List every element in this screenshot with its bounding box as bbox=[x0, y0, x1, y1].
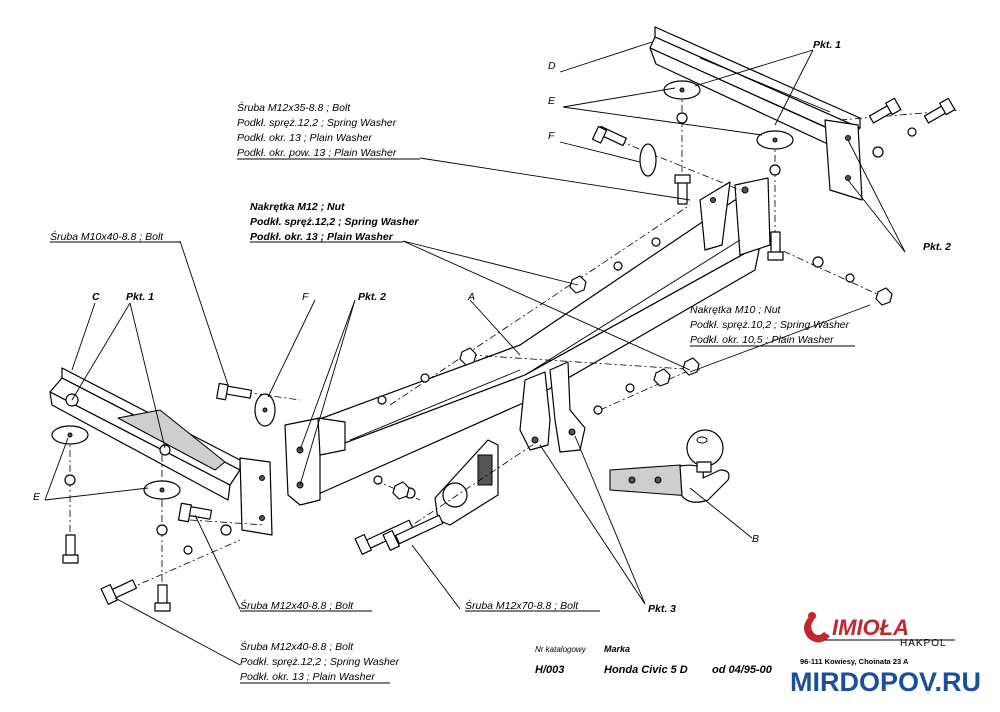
bolt-icon bbox=[382, 514, 444, 551]
nut-icon bbox=[682, 357, 700, 376]
washer-icon bbox=[639, 143, 657, 177]
brand-name: IMIOŁA bbox=[832, 615, 909, 640]
nut-icon bbox=[653, 368, 671, 387]
callout-nut-m12: Nakrętka M12 ; Nut Podkł. spręż.12,2 ; S… bbox=[250, 201, 419, 243]
svg-text:Śruba M10x40-8.8 ; Bolt: Śruba M10x40-8.8 ; Bolt bbox=[50, 230, 164, 243]
bolt-icon bbox=[868, 97, 902, 124]
label-pkt1-top: Pkt. 1 bbox=[813, 39, 841, 51]
catalog-label: Nr katalogowy bbox=[535, 645, 587, 654]
callout-bolt-m12x70: Śruba M12x70-8.8 ; Bolt bbox=[465, 599, 600, 612]
bolt-icon bbox=[177, 502, 213, 523]
letter-labels: D E F Pkt. 1 Pkt. 2 C Pkt. 1 F Pkt. 2 A … bbox=[33, 39, 951, 615]
nut-icon bbox=[569, 275, 587, 294]
callout-bolt-m12x40-set: Śruba M12x40-8.8 ; Bolt Podkł. spręż.12,… bbox=[240, 640, 400, 684]
crossbar-a bbox=[284, 177, 771, 506]
label-e-top: E bbox=[548, 95, 556, 107]
bolt-icon bbox=[216, 382, 253, 401]
svg-text:Śruba M12x40-8.8 ; Bolt: Śruba M12x40-8.8 ; Bolt bbox=[240, 599, 354, 612]
callout-bolt-m10x40: Śruba M10x40-8.8 ; Bolt bbox=[50, 230, 180, 243]
bolt-icon bbox=[923, 97, 956, 124]
svg-text:Nakrętka M10 ; Nut: Nakrętka M10 ; Nut bbox=[690, 304, 782, 316]
svg-text:Śruba M12x40-8.8 ; Bolt: Śruba M12x40-8.8 ; Bolt bbox=[240, 640, 354, 653]
model-date: od 04/95-00 bbox=[712, 664, 773, 676]
svg-text:Śruba M12x70-8.8 ; Bolt: Śruba M12x70-8.8 ; Bolt bbox=[465, 599, 579, 612]
make-label: Marka bbox=[604, 644, 630, 654]
watermark: MIRDOPOV.RU bbox=[790, 667, 981, 697]
label-b: B bbox=[752, 533, 759, 545]
nut-icon bbox=[459, 347, 477, 366]
svg-text:Podkł. spręż.12,2 ; Spring Was: Podkł. spręż.12,2 ; Spring Washer bbox=[237, 117, 397, 129]
svg-text:Podkł. okr. 13 ; Plain Washer: Podkł. okr. 13 ; Plain Washer bbox=[237, 132, 372, 144]
brand-address: 96-111 Kowiesy, Choinata 23 A bbox=[800, 657, 909, 666]
callout-nut-m10: Nakrętka M10 ; Nut Podkł. spręż.10,2 ; S… bbox=[690, 304, 855, 347]
bracket-c bbox=[49, 367, 273, 536]
model-name: Honda Civic 5 D bbox=[604, 664, 688, 676]
svg-text:Podkł. okr. pow. 13 ; Plain Wa: Podkł. okr. pow. 13 ; Plain Washer bbox=[237, 147, 397, 159]
callout-bolt-m12x40: Śruba M12x40-8.8 ; Bolt bbox=[240, 599, 372, 612]
bracket-d bbox=[649, 26, 863, 201]
nut-icon bbox=[392, 481, 410, 500]
tow-ball-b bbox=[609, 429, 730, 503]
bolt-icon bbox=[591, 125, 627, 147]
footer-info: Nr katalogowy Marka H/003 Honda Civic 5 … bbox=[535, 644, 773, 676]
logo-hook-icon bbox=[804, 618, 830, 643]
svg-text:Podkł. spręż.10,2 ; Spring Was: Podkł. spręż.10,2 ; Spring Washer bbox=[690, 319, 850, 331]
leader-lines bbox=[44, 41, 906, 666]
svg-text:Podkł. okr. 13 ; Plain Washer: Podkł. okr. 13 ; Plain Washer bbox=[250, 231, 394, 243]
svg-text:Podkł. okr. 10,5 ; Plain Washe: Podkł. okr. 10,5 ; Plain Washer bbox=[690, 334, 834, 346]
ball-mount-plates bbox=[434, 361, 586, 526]
nut-icon bbox=[875, 287, 893, 306]
label-pkt1-left: Pkt. 1 bbox=[126, 291, 154, 303]
label-e-bottom: E bbox=[33, 491, 41, 503]
svg-text:Podkł. spręż.12,2 ; Spring Was: Podkł. spręż.12,2 ; Spring Washer bbox=[250, 216, 419, 228]
svg-text:Podkł. spręż.12,2 ; Spring Was: Podkł. spręż.12,2 ; Spring Washer bbox=[240, 656, 400, 668]
label-pkt2-right: Pkt. 2 bbox=[923, 241, 951, 253]
callout-bolt-m12x35: Śruba M12x35-8.8 ; Bolt Podkł. spręż.12,… bbox=[237, 101, 420, 160]
catalog-number: H/003 bbox=[535, 664, 564, 676]
bolt-icon bbox=[100, 579, 138, 605]
label-a: A bbox=[467, 291, 475, 303]
brand-sub: HAKPOL bbox=[900, 638, 947, 649]
label-pkt2-mid: Pkt. 2 bbox=[358, 291, 386, 303]
svg-text:Nakrętka M12 ; Nut: Nakrętka M12 ; Nut bbox=[250, 201, 345, 213]
svg-text:Podkł. okr. 13 ; Plain Washer: Podkł. okr. 13 ; Plain Washer bbox=[240, 671, 375, 683]
label-pkt3: Pkt. 3 bbox=[648, 603, 676, 615]
brand-logo: IMIOŁA HAKPOL 96-111 Kowiesy, Choinata 2… bbox=[800, 612, 955, 666]
hardware bbox=[51, 80, 956, 612]
label-f-mid: F bbox=[302, 291, 309, 303]
label-c: C bbox=[92, 291, 100, 303]
svg-text:Śruba M12x35-8.8 ; Bolt: Śruba M12x35-8.8 ; Bolt bbox=[237, 101, 351, 114]
label-d: D bbox=[548, 60, 556, 72]
label-f-top: F bbox=[548, 130, 555, 142]
